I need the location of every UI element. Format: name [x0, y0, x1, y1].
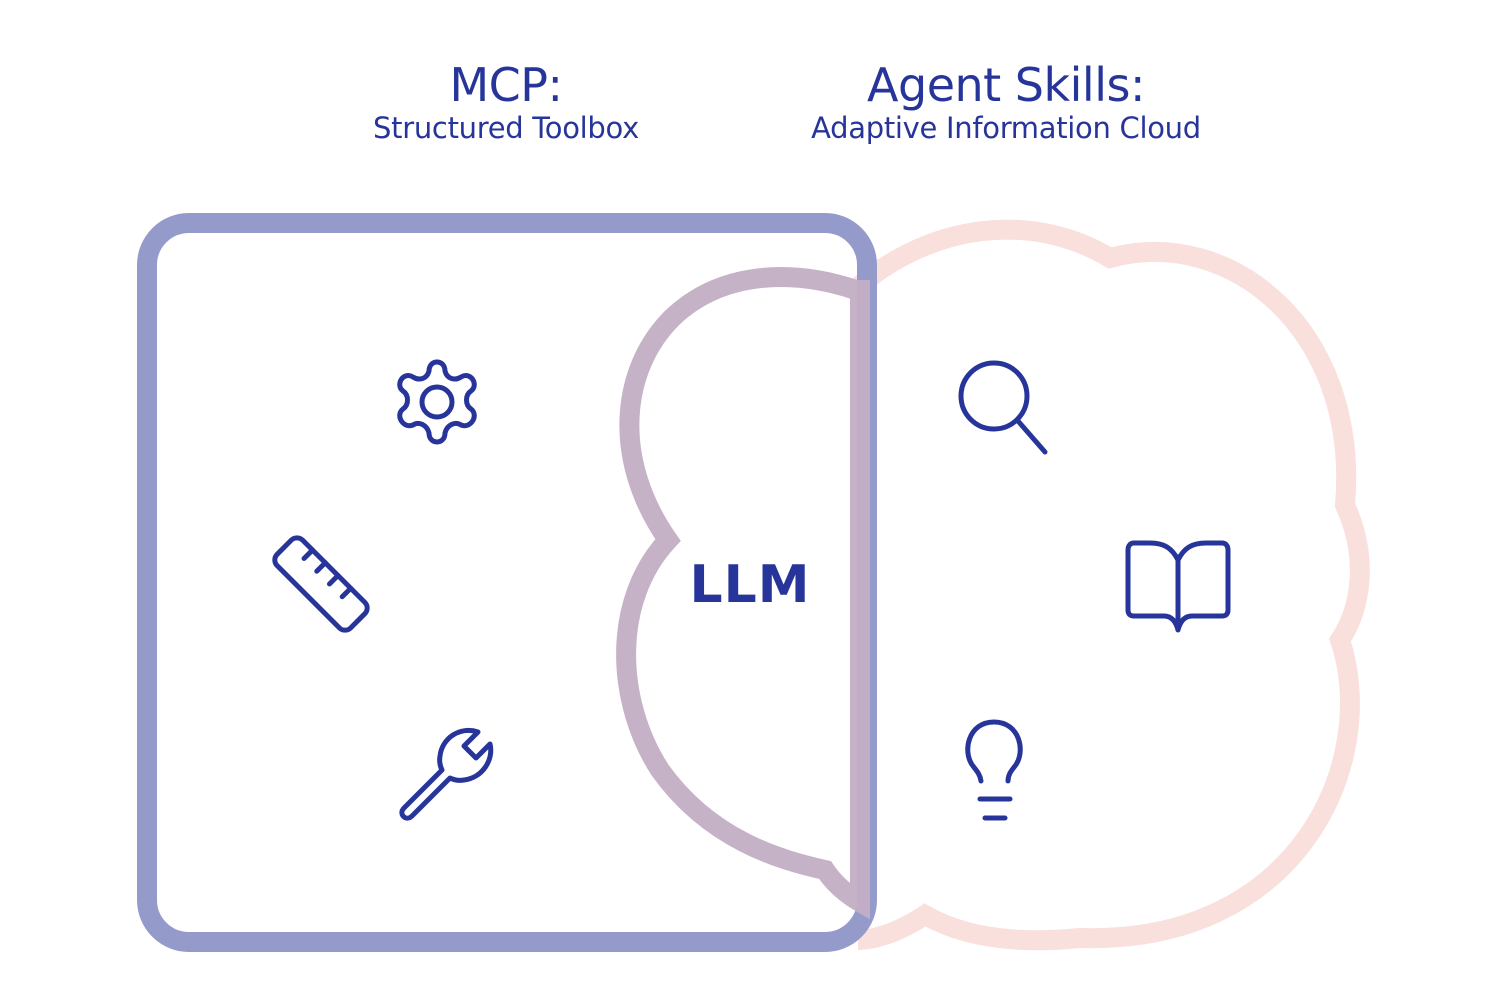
search-icon	[958, 360, 1048, 455]
wrench-icon	[399, 728, 494, 821]
mcp-heading: MCP: Structured Toolbox	[306, 62, 706, 143]
llm-cloud	[616, 267, 870, 920]
agent-skills-heading: Agent Skills: Adaptive Information Cloud	[756, 62, 1256, 143]
mcp-subtitle: Structured Toolbox	[373, 111, 639, 145]
agent-skills-cloud	[851, 219, 1370, 951]
mcp-title: MCP:	[449, 58, 563, 112]
ruler-icon	[272, 535, 370, 633]
book-icon	[1125, 540, 1231, 633]
lightbulb-icon	[965, 719, 1023, 821]
agent-skills-title: Agent Skills:	[867, 58, 1145, 112]
gear-icon	[397, 359, 477, 445]
agent-skills-subtitle: Adaptive Information Cloud	[811, 111, 1201, 145]
llm-label: LLM	[689, 555, 811, 615]
